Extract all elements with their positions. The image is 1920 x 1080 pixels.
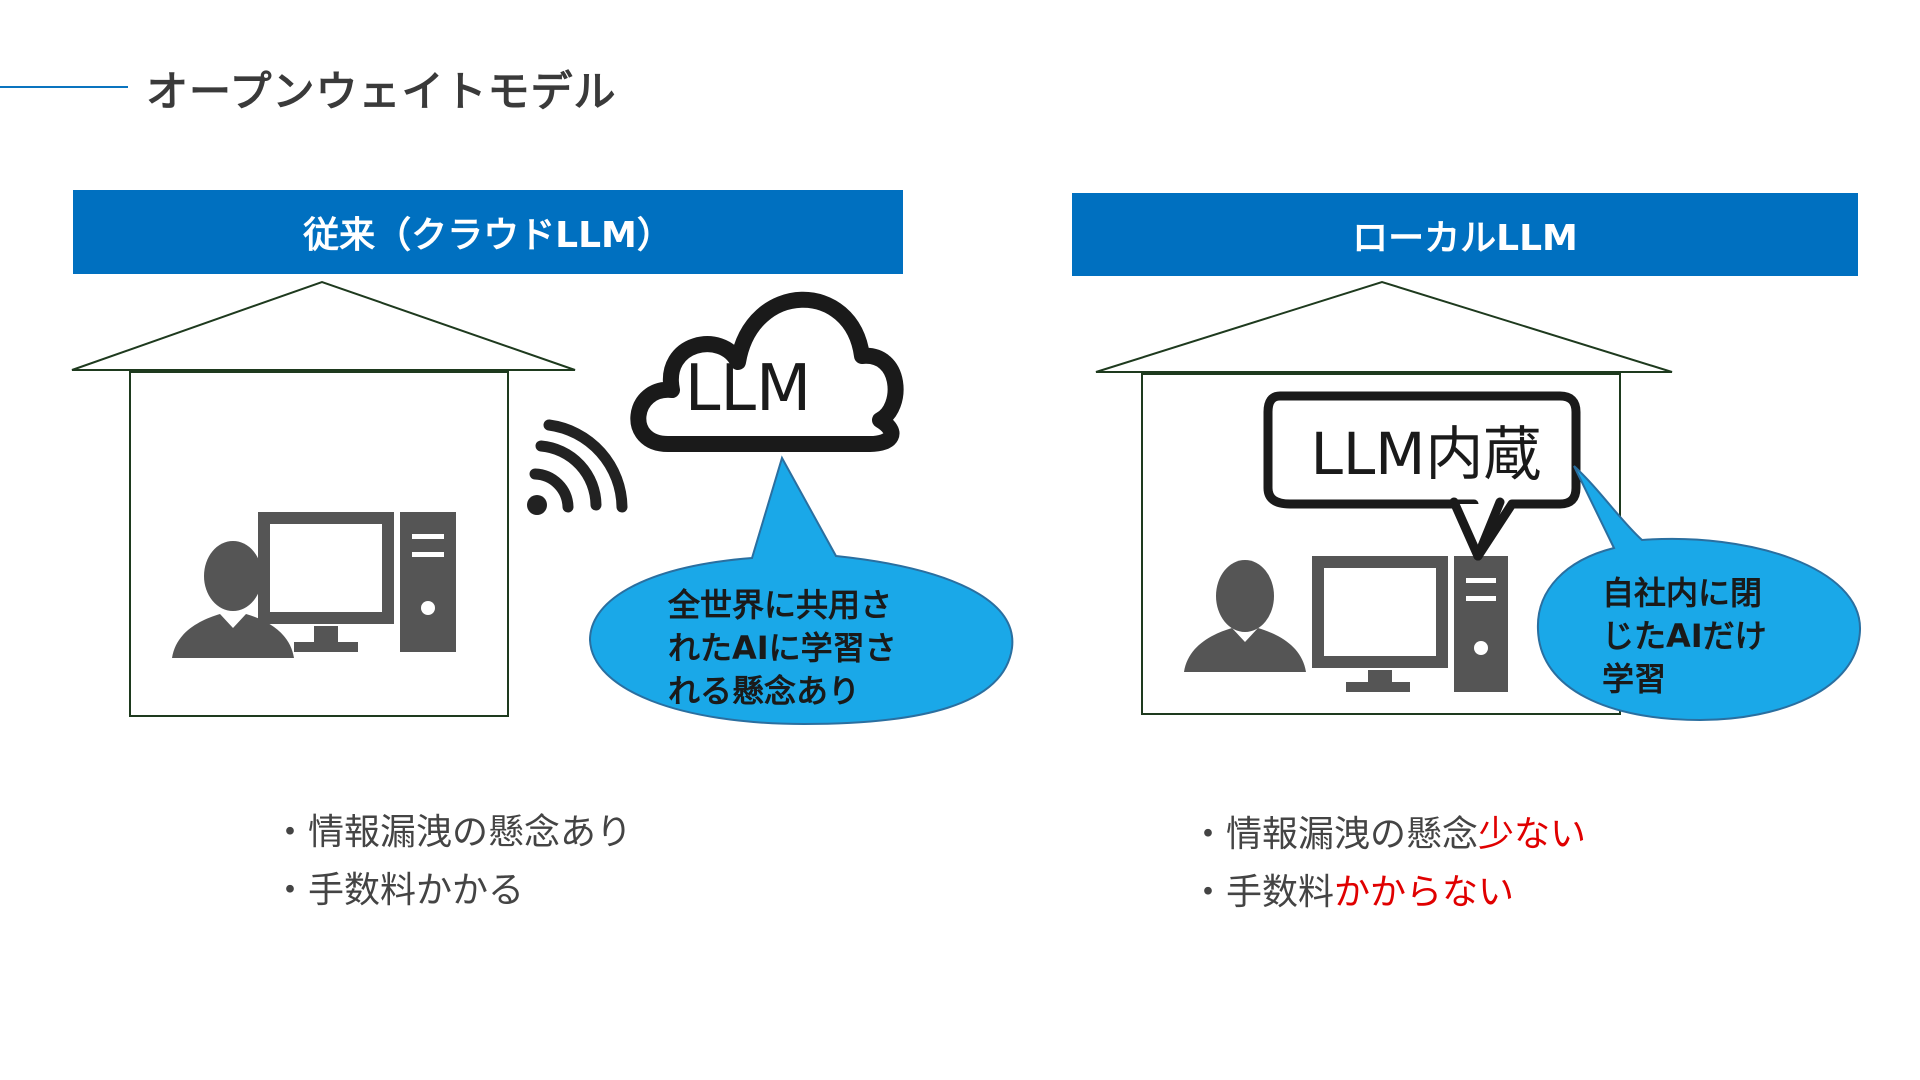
speech-bubble-icon [1536,465,1862,722]
highlight-text: 少ない [1478,814,1587,855]
list-item: ・手数料かかる [272,870,525,911]
wifi-signal-icon [527,419,628,515]
cloud-label: LLM [685,352,812,426]
list-item: ・情報漏洩の懸念あり [272,812,633,853]
left-bullet-list: ・情報漏洩の懸念あり ・手数料かかる [272,804,632,920]
bubble-right-text: 自社内に閉 じたAIだけ 学習 [1602,574,1767,698]
desktop-computer-icon [258,512,456,652]
highlight-text: かからない [1334,872,1515,913]
header-cloud-llm: 従来（クラウドLLM） [73,190,903,274]
desktop-computer-icon [1312,556,1508,692]
list-item: ・情報漏洩の懸念少ない [1190,814,1587,855]
house-icon [71,280,576,717]
list-item: ・手数料かからない [1190,872,1515,913]
header-local-llm: ローカルLLM [1072,193,1858,276]
user-silhouette-icon [172,541,294,658]
llm-builtin-callout: LLM内蔵 [1263,391,1581,561]
cloud-icon: LLM [630,291,904,452]
speech-bubble-icon [588,455,1014,726]
page-title: オープンウェイトモデル [146,67,617,116]
user-silhouette-icon [1184,560,1306,672]
right-bullet-list: ・情報漏洩の懸念少ない ・手数料かからない [1190,806,1586,922]
title-accent-line [0,86,128,88]
llm-builtin-label: LLM内蔵 [1311,420,1542,488]
bubble-left-text: 全世界に共用さ れたAIに学習さ れる懸念あり [668,586,897,710]
